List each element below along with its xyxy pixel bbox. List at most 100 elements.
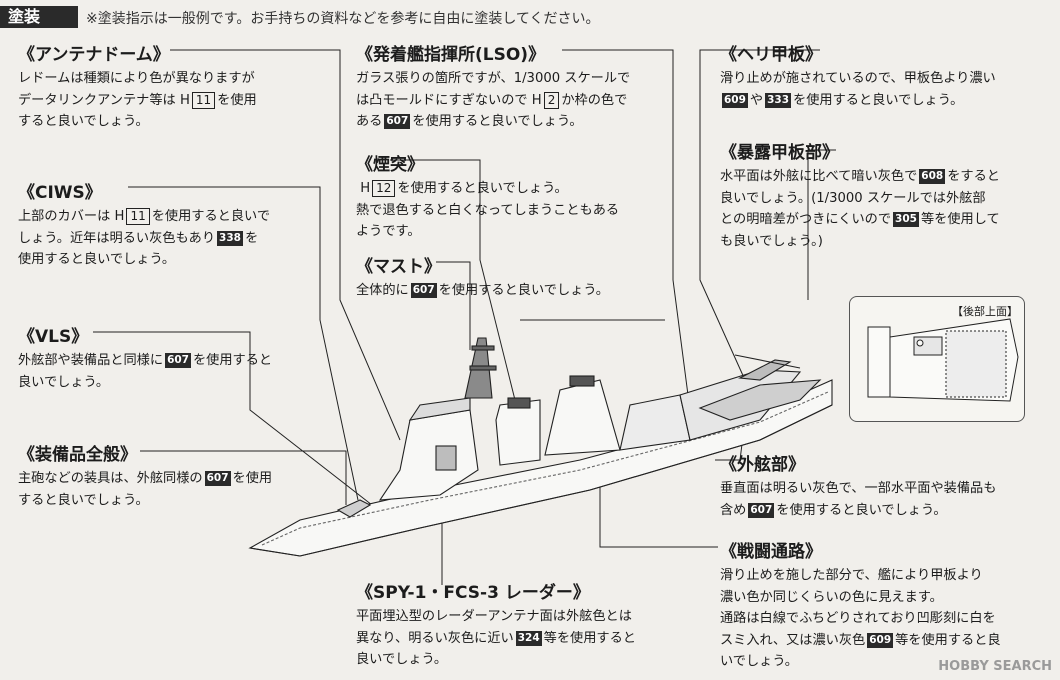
vls-line: 外舷部や装備品と同様に	[18, 353, 164, 368]
mast-line: を使用すると良いでしょう。	[438, 283, 609, 298]
hull-title: 《外舷部》	[720, 455, 805, 475]
color-code-badge: 609	[722, 92, 748, 108]
lso-line: ガラス張りの箇所ですが、1/3000 スケールで	[356, 71, 631, 86]
color-code-badge: 607	[748, 502, 775, 518]
section-lso: 《発着艦指揮所(LSO)》 ガラス張りの箇所ですが、1/3000 スケールで は…	[356, 40, 630, 133]
watermark: HOBBY SEARCH	[938, 659, 1052, 674]
inset-label: 【後部上面】	[952, 305, 1018, 318]
equip-line: を使用	[232, 471, 273, 486]
color-code-badge: 608	[919, 169, 946, 184]
exposed-line: 等を使用して	[920, 212, 1000, 227]
spy-title: 《SPY-1・FCS-3 レーダー》	[356, 583, 590, 603]
leader-ciws	[128, 186, 359, 501]
color-code-box: 11	[126, 208, 150, 225]
rear-top-view-drawing	[867, 318, 1019, 402]
color-code-badge: 607	[384, 114, 411, 129]
color-code-badge: 607	[204, 471, 231, 486]
hull-line: 含め	[720, 502, 747, 518]
leader-vls	[93, 331, 373, 506]
antenna-line: レドームは種類により色が異なりますが	[18, 71, 255, 86]
color-code-badge: 609	[867, 632, 894, 648]
mast-title: 《マスト》	[356, 257, 441, 277]
spy-radar-panel	[435, 445, 457, 471]
section-spy-radar: 《SPY-1・FCS-3 レーダー》 平面埋込型のレーダーアンテナ面は外舷色とは…	[356, 578, 636, 671]
leader-lso	[562, 49, 689, 396]
mast-line: 全体的に	[356, 283, 409, 298]
lso-line: ある	[356, 114, 383, 129]
heli-line: や	[749, 92, 764, 108]
leader-heli	[699, 49, 820, 381]
lso-line: か枠の色で	[561, 92, 628, 108]
color-code-badge: 333	[765, 92, 792, 108]
color-code-box: 2	[543, 91, 560, 109]
header-note: ※塗装指示は一般例です。お手持ちの資料などを参考に自由に塗装してください。	[86, 11, 600, 27]
section-walkway: 《戦闘通路》 滑り止めを施した部分で、艦により甲板より 濃い色か同じくらいの色に…	[720, 537, 1001, 673]
rear-top-view-inset: 【後部上面】	[849, 296, 1025, 422]
vls-title: 《VLS》	[18, 327, 89, 347]
color-h-prefix: H	[114, 209, 125, 224]
color-code-box: 12	[372, 180, 396, 197]
section-antenna-dome: 《アンテナドーム》 レドームは種類により色が異なりますが データリンクアンテナ等…	[18, 40, 257, 133]
forward-funnel	[495, 399, 541, 466]
aft-superstructure	[544, 379, 621, 456]
exposed-line: 水平面は外舷に比べて暗い灰色で	[720, 169, 918, 184]
spy-line: 異なり、明るい灰色に近い	[356, 630, 514, 646]
leader-equip	[140, 450, 347, 505]
vls-line: 良いでしょう。	[18, 374, 110, 390]
walkway-line: スミ入れ、又は濃い灰色	[720, 632, 866, 648]
walkway-line: 滑り止めを施した部分で、艦により甲板より	[720, 568, 983, 583]
color-code-badge: 324	[515, 630, 542, 646]
heli-line: 滑り止めが施されているので、甲板色より濃い	[720, 71, 996, 86]
exposed-title: 《暴露甲板部》	[720, 143, 839, 163]
ciws-line: を使用すると良いで	[151, 209, 271, 224]
exposed-line: 良いでしょう。(1/3000 スケールでは外舷部	[720, 190, 986, 206]
ciws-title: 《CIWS》	[18, 183, 102, 203]
lso-line: は凸モールドにすぎないので	[356, 92, 528, 108]
leader-walkway	[599, 470, 718, 548]
destroyer-model	[248, 337, 833, 557]
walkway-line: 通路は白線でふちどりされており凹彫刻に白を	[720, 611, 996, 626]
walkway-title: 《戦闘通路》	[720, 542, 822, 562]
ciws-line: を	[244, 230, 259, 246]
color-h-prefix: H	[531, 92, 542, 108]
vls-line: を使用すると	[192, 353, 273, 368]
antenna-title: 《アンテナドーム》	[18, 45, 170, 65]
equip-line: 主砲などの装具は、外舷同様の	[18, 471, 203, 486]
color-code-badge: 607	[165, 353, 191, 368]
color-code-badge: 305	[893, 212, 919, 227]
spy-line: 平面埋込型のレーダーアンテナ面は外舷色とは	[356, 609, 632, 624]
ciws-line: 上部のカバーは	[18, 209, 111, 224]
equip-title: 《装備品全般》	[18, 445, 137, 465]
leader-antenna	[170, 49, 401, 441]
funnel-title: 《煙突》	[356, 155, 424, 175]
heli-line: を使用すると良いでしょう。	[793, 92, 964, 108]
color-code-badge: 338	[217, 230, 243, 246]
leader-exposed	[807, 149, 836, 300]
helicopter	[738, 359, 792, 381]
antenna-line: すると良いでしょう。	[18, 114, 149, 129]
leader-mast	[436, 261, 471, 350]
ciws-line: しょう。近年は明るい灰色もあり	[18, 230, 216, 246]
color-code-box: 11	[191, 91, 216, 109]
funnel-line: を使用すると良いでしょう。	[397, 181, 568, 196]
funnel-line: 熱で退色すると白くなってしまうこともある	[356, 202, 620, 218]
leader-funnel	[390, 159, 521, 421]
heli-deck	[698, 379, 822, 421]
color-code-badge: 607	[410, 283, 437, 298]
lso-title: 《発着艦指揮所(LSO)》	[356, 45, 546, 65]
walkway-line: 濃い色か同じくらいの色に見えます。	[720, 589, 943, 605]
hull-line: 垂直面は明るい灰色で、一部水平面や装備品も	[720, 481, 997, 496]
color-h-prefix: H	[360, 181, 371, 196]
antenna-line: データリンクアンテナ等は	[18, 92, 176, 108]
exposed-line: との明暗差がつきにくいので	[720, 212, 892, 227]
funnel-line: ようです。	[356, 224, 421, 239]
ciws-line: 使用すると良いでしょう。	[18, 252, 176, 267]
